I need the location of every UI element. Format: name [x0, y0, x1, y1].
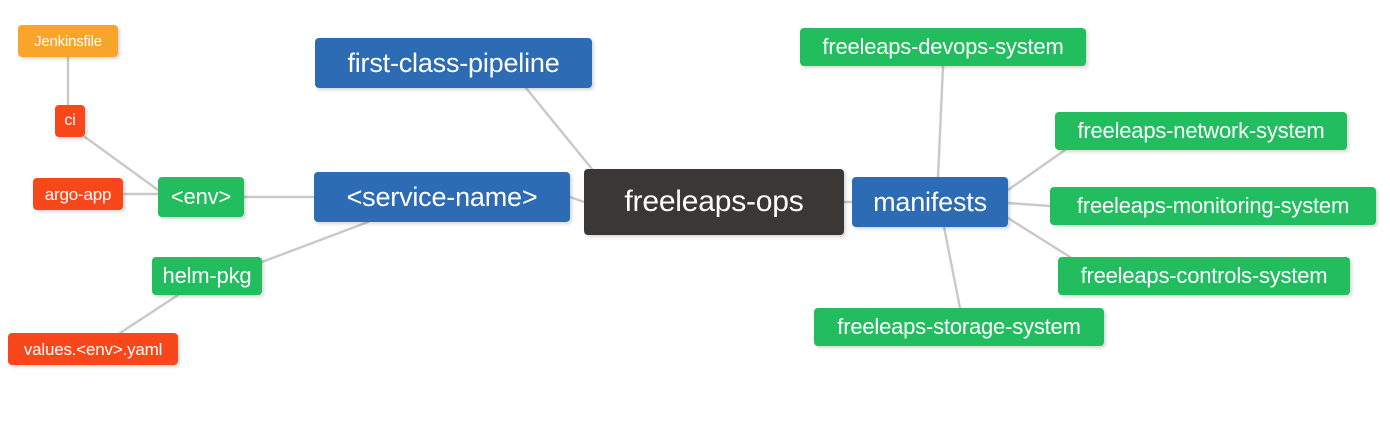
node-service-name[interactable]: <service-name> [314, 172, 570, 222]
node-label: helm-pkg [162, 263, 252, 288]
node-freeleaps-network-system[interactable]: freeleaps-network-system [1055, 112, 1347, 150]
node-freeleaps-devops-system[interactable]: freeleaps-devops-system [800, 28, 1086, 66]
edge-freeleaps-ops-to-service-name [568, 195, 586, 204]
node-label: ci [64, 112, 76, 129]
node-label: Jenkinsfile [34, 32, 102, 50]
node-label: freeleaps-storage-system [837, 314, 1081, 339]
node-label: <env> [170, 184, 232, 209]
node-freeleaps-monitoring-system[interactable]: freeleaps-monitoring-system [1050, 187, 1376, 225]
edge-freeleaps-ops-to-first-class-pipeline [524, 86, 594, 171]
node-jenkinsfile[interactable]: Jenkinsfile [18, 25, 118, 57]
edge-manifests-to-freeleaps-devops-system [936, 64, 945, 179]
node-argo-app[interactable]: argo-app [33, 178, 123, 210]
node-env[interactable]: <env> [158, 177, 244, 217]
node-label: manifests [873, 186, 987, 217]
node-label: freeleaps-monitoring-system [1076, 193, 1350, 218]
node-label: freeleaps-ops [624, 185, 804, 218]
node-label: <service-name> [346, 181, 538, 212]
node-label: freeleaps-network-system [1077, 118, 1325, 143]
node-first-class-pipeline[interactable]: first-class-pipeline [315, 38, 592, 88]
edge-manifests-to-freeleaps-storage-system [942, 225, 962, 310]
edge-manifests-to-freeleaps-network-system [1006, 148, 1067, 192]
edge-helm-pkg-to-values-env-yaml [118, 293, 180, 335]
node-ci[interactable]: ci [55, 105, 85, 137]
edge-service-name-to-helm-pkg [260, 220, 370, 264]
node-label: argo-app [44, 184, 112, 204]
node-values-env-yaml[interactable]: values.<env>.yaml [8, 333, 178, 365]
node-freeleaps-storage-system[interactable]: freeleaps-storage-system [814, 308, 1104, 346]
node-label: first-class-pipeline [347, 47, 560, 78]
node-label: freeleaps-controls-system [1080, 263, 1328, 288]
node-freeleaps-ops[interactable]: freeleaps-ops [584, 169, 844, 235]
node-manifests[interactable]: manifests [852, 177, 1008, 227]
node-helm-pkg[interactable]: helm-pkg [152, 257, 262, 295]
edge-manifests-to-freeleaps-monitoring-system [1006, 201, 1052, 208]
node-label: values.<env>.yaml [23, 339, 163, 359]
node-freeleaps-controls-system[interactable]: freeleaps-controls-system [1058, 257, 1350, 295]
node-label: freeleaps-devops-system [822, 34, 1064, 59]
